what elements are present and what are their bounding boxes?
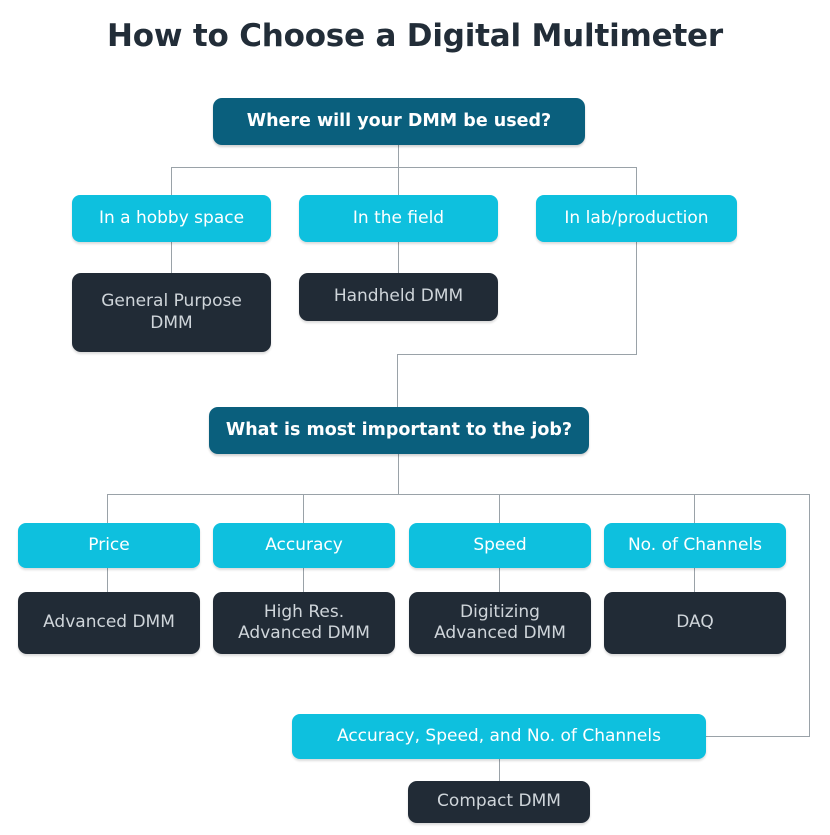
connector-lab-to-q2 [397,354,398,407]
connector-channels-to-result [694,568,695,592]
option-no-of-channels[interactable]: No. of Channels [604,523,786,568]
result-digitizing-advanced-dmm[interactable]: Digitizing Advanced DMM [409,592,591,654]
connector-right-rail-into-combined [705,736,810,737]
connector-q1-to-hobby [171,167,172,195]
result-advanced-dmm[interactable]: Advanced DMM [18,592,200,654]
connector-accuracy-to-result [303,568,304,592]
result-line-2: DMM [150,312,193,333]
connector-combined-to-compact [499,759,500,781]
connector-hobby-to-result [171,242,172,273]
option-accuracy[interactable]: Accuracy [213,523,395,568]
connector-right-rail [809,494,810,737]
connector-q2-to-price [107,494,108,523]
option-accuracy-speed-and-channels[interactable]: Accuracy, Speed, and No. of Channels [292,714,706,759]
result-line-1: High Res. [263,601,345,622]
result-daq[interactable]: DAQ [604,592,786,654]
connector-q2-stem [398,454,399,495]
result-line-1: General Purpose [101,291,242,312]
decision-most-important[interactable]: What is most important to the job? [209,407,589,454]
result-compact-dmm[interactable]: Compact DMM [408,781,590,823]
connector-q2-bus [107,494,809,495]
decision-where-used[interactable]: Where will your DMM be used? [213,98,585,145]
connector-q2-to-speed [499,494,500,523]
result-high-res-advanced-dmm[interactable]: High Res. Advanced DMM [213,592,395,654]
option-in-the-field[interactable]: In the field [299,195,498,242]
connector-q2-to-accuracy [303,494,304,523]
option-speed[interactable]: Speed [409,523,591,568]
connector-q1-bus [171,167,637,168]
option-price[interactable]: Price [18,523,200,568]
result-handheld-dmm[interactable]: Handheld DMM [299,273,498,321]
connector-q2-to-channels [694,494,695,523]
connector-lab-across [397,354,637,355]
option-in-a-hobby-space[interactable]: In a hobby space [72,195,271,242]
result-line-2: Advanced DMM [434,623,566,643]
connector-q1-to-field [398,167,399,195]
connector-price-to-result [107,568,108,592]
connector-q1-to-lab [636,167,637,195]
connector-speed-to-result [499,568,500,592]
result-general-purpose-dmm[interactable]: General Purpose DMM [72,273,271,352]
result-line-2: Advanced DMM [238,623,370,643]
option-in-lab-production[interactable]: In lab/production [536,195,737,242]
connector-lab-down [636,242,637,355]
connector-q1-stem [398,145,399,168]
page-title: How to Choose a Digital Multimeter [107,18,723,54]
connector-field-to-result [398,242,399,273]
result-line-1: Digitizing [460,601,540,622]
